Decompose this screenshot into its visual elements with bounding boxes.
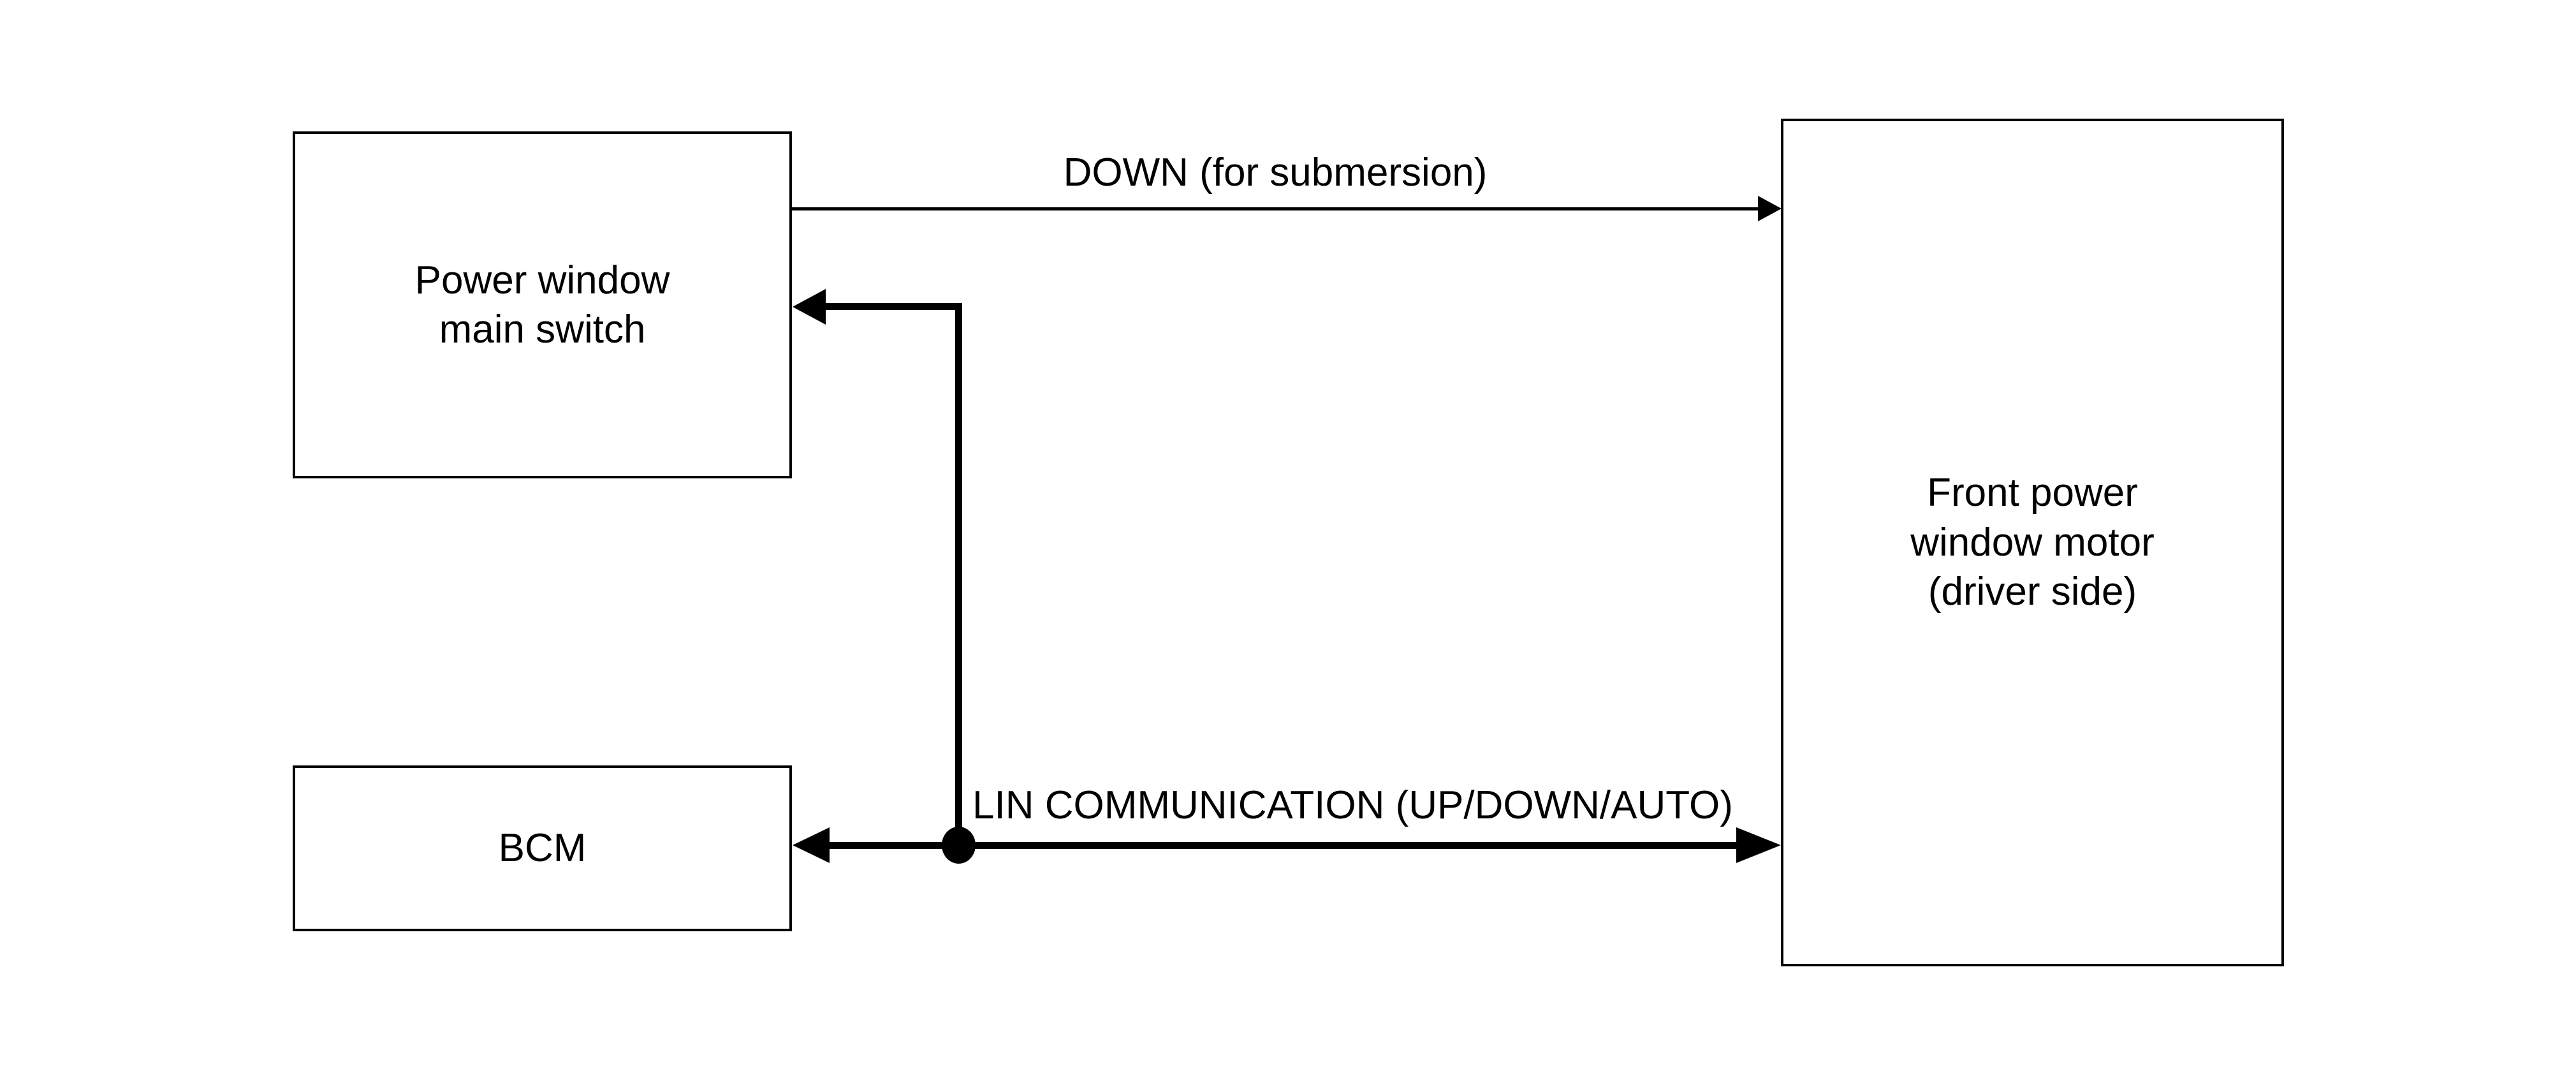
node-label-line: BCM: [498, 826, 587, 871]
lin-branch-vertical-line: [955, 303, 962, 849]
node-bcm: BCM: [293, 765, 792, 931]
lin-branch-horizontal-line: [823, 303, 962, 310]
down-edge-label: DOWN (for submersion): [1063, 151, 1488, 195]
arrowhead-left-icon: [793, 289, 826, 325]
lin-edge-label: LIN COMMUNICATION (UP/DOWN/AUTO): [972, 783, 1733, 827]
node-label-line: main switch: [439, 307, 646, 351]
node-label-line: (driver side): [1928, 570, 2137, 614]
down-edge-line: [792, 207, 1759, 210]
node-label-line: Front power: [1927, 471, 2138, 515]
lin-edge-line: [826, 842, 1739, 849]
node-power-window-main-switch: Power window main switch: [293, 131, 792, 478]
node-label-line: Power window: [414, 258, 670, 302]
arrowhead-right-icon: [1736, 827, 1781, 863]
arrowhead-left-icon: [793, 827, 830, 863]
node-label-line: window motor: [1910, 520, 2155, 565]
node-front-power-window-motor: Front power window motor (driver side): [1781, 119, 2284, 966]
junction-dot-icon: [942, 827, 976, 864]
arrowhead-right-icon: [1758, 196, 1782, 221]
